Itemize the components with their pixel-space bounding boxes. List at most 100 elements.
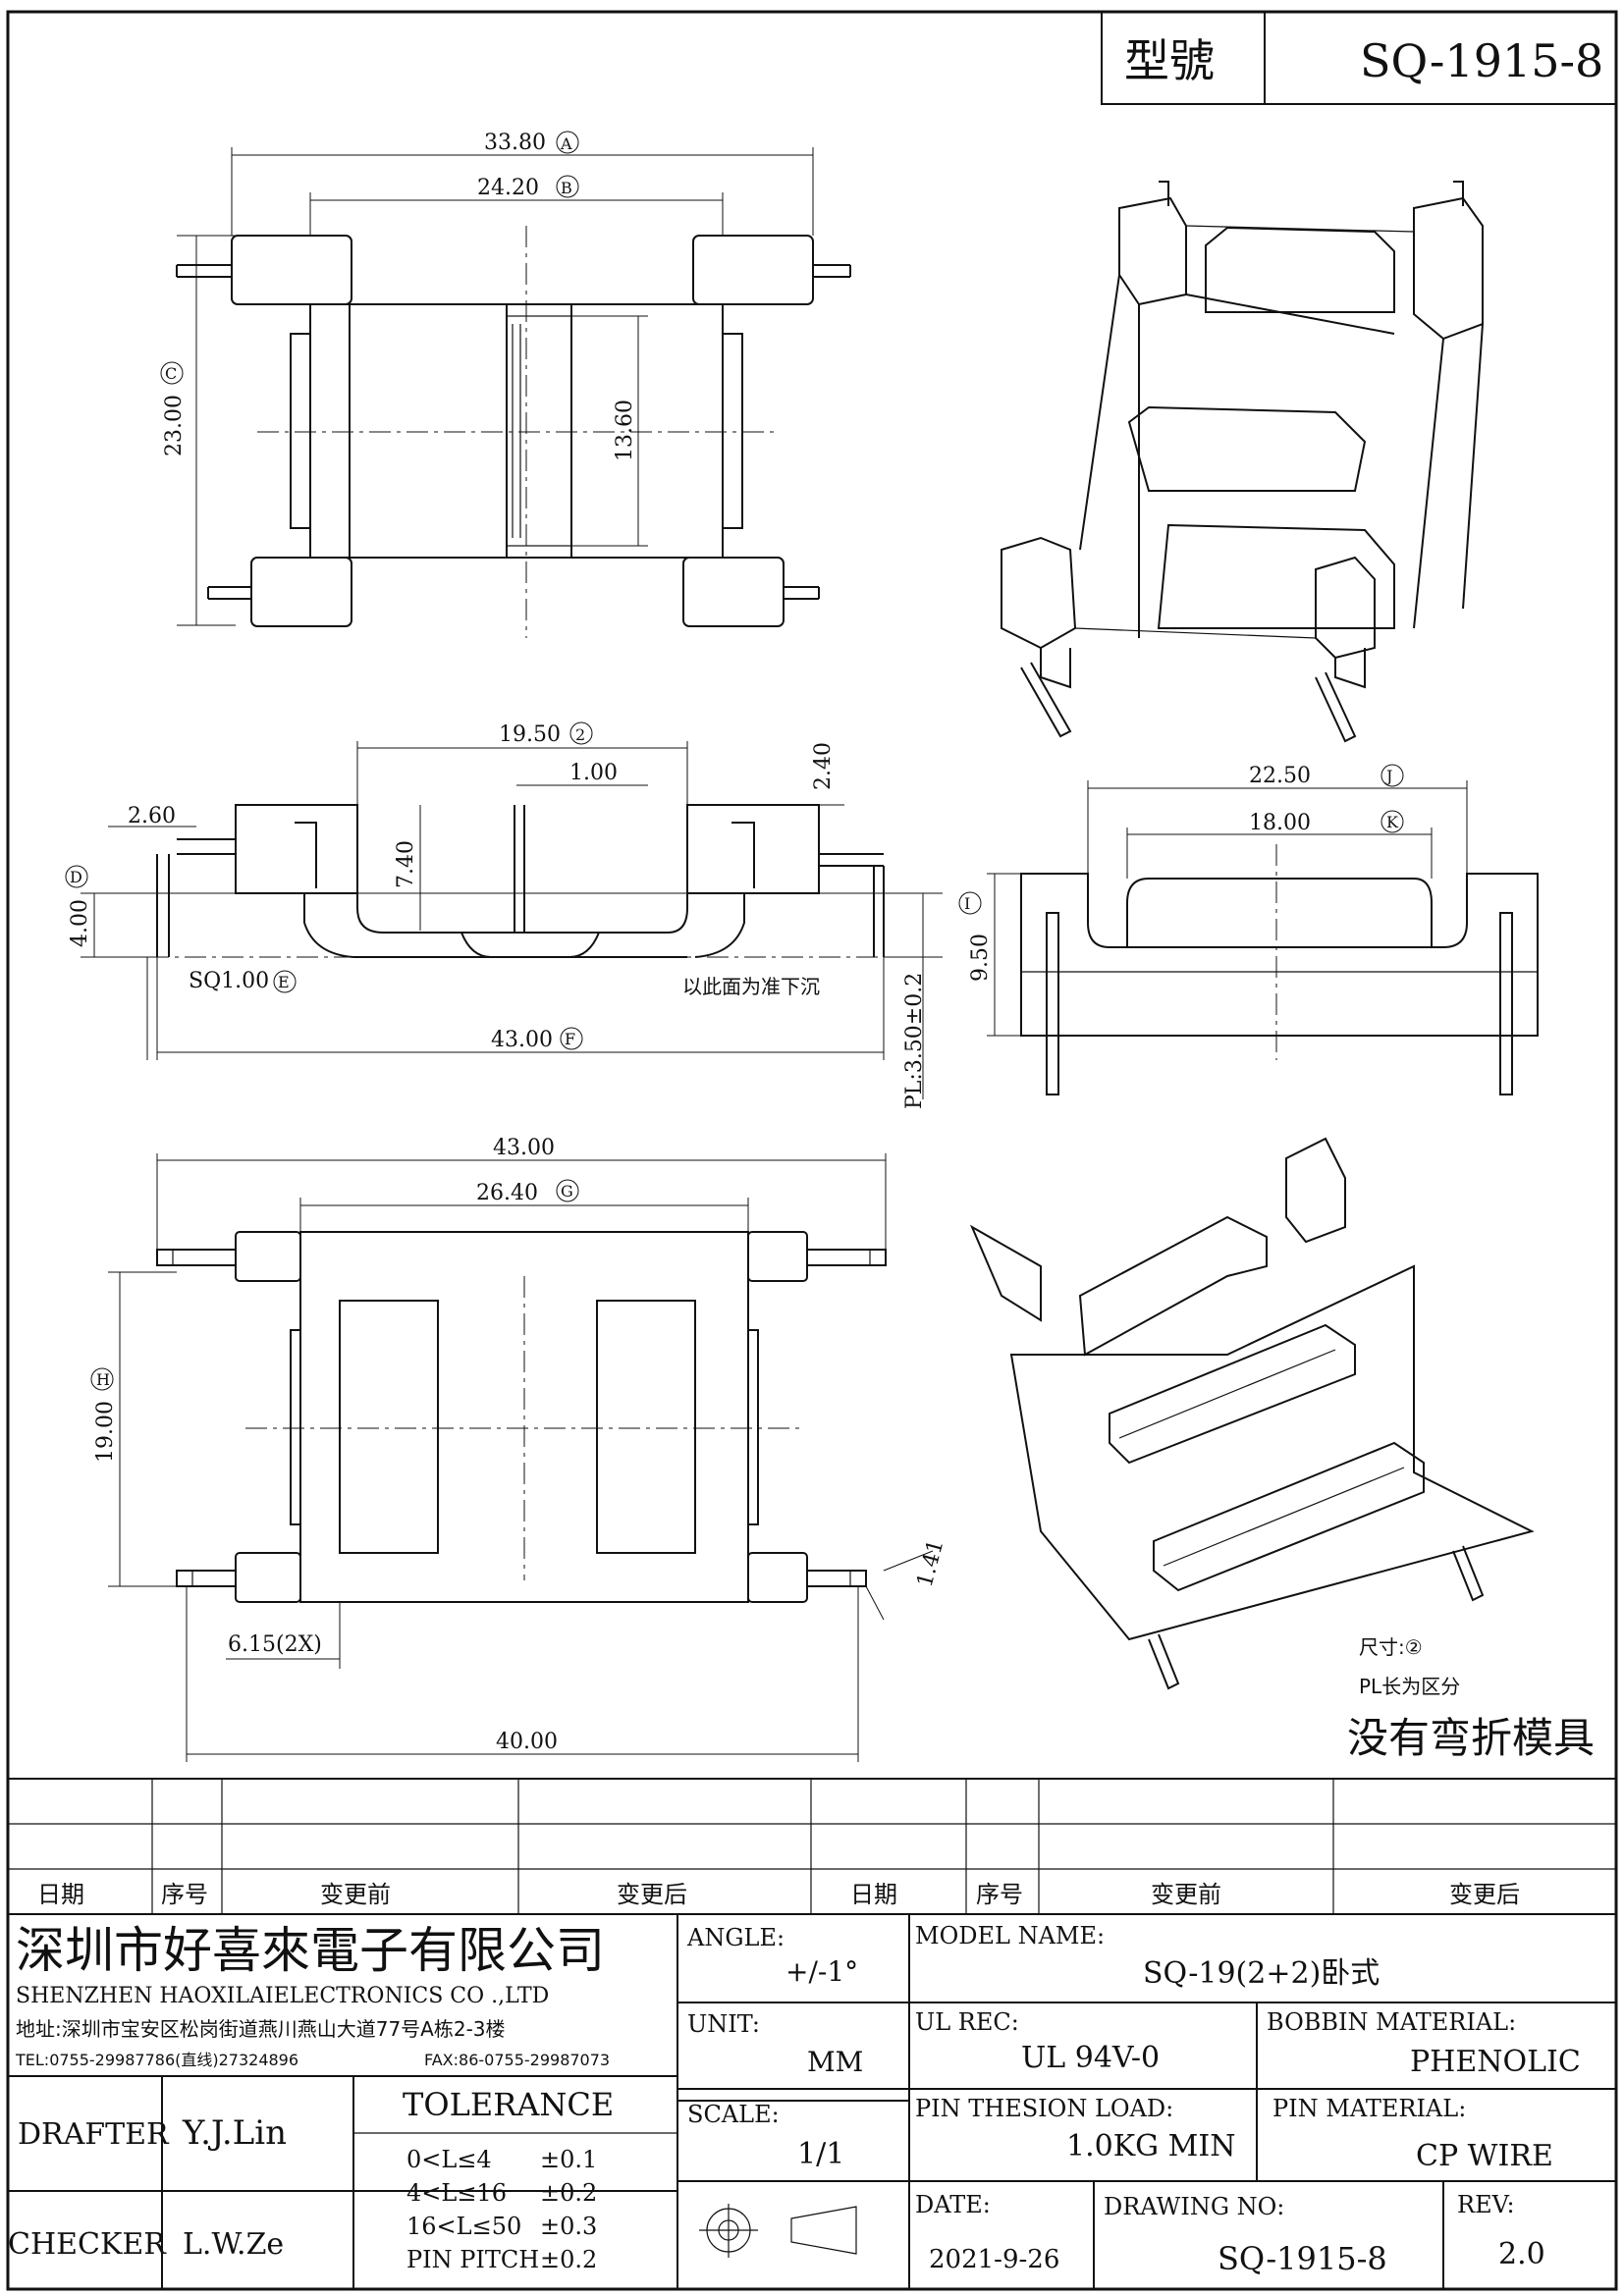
tol-row-3-value: ±0.3 xyxy=(540,2213,597,2240)
date-label: DATE: xyxy=(915,2191,991,2218)
tol-row-4: PIN PITCH xyxy=(406,2246,539,2273)
bottom-view: 43.00 26.40 G 19.00 H 1.41 xyxy=(90,1136,949,1762)
isometric-view-top xyxy=(1001,181,1484,743)
sheet-border xyxy=(6,10,1618,2291)
tag-g: G xyxy=(561,1182,573,1201)
dim-7-40: 7.40 xyxy=(394,840,418,888)
company-tel: TEL:0755-29987786(直线)27324896 xyxy=(15,2051,298,2069)
dim-f: 43.00 xyxy=(491,1028,553,1052)
company-fax: FAX:86-0755-29987073 xyxy=(424,2051,610,2069)
tol-row-1-value: ±0.1 xyxy=(540,2146,597,2173)
rev-h-date-2: 日期 xyxy=(850,1881,897,1908)
dim-1-00: 1.00 xyxy=(569,761,618,785)
drafter-label: DRAFTER xyxy=(18,2117,170,2152)
pin-material-label: PIN MATERIAL: xyxy=(1272,2095,1466,2122)
rev-h-no-2: 序号 xyxy=(976,1881,1023,1908)
bobbin-value: PHENOLIC xyxy=(1410,2045,1581,2079)
rev-h-date-1: 日期 xyxy=(37,1881,84,1908)
dim-h: 19.00 xyxy=(93,1401,118,1463)
pin-load-label: PIN THESION LOAD: xyxy=(915,2095,1173,2122)
dim-2-40: 2.40 xyxy=(811,742,836,790)
scale-label: SCALE: xyxy=(687,2101,780,2128)
end-view: 22.50 J 18.00 K 9.50 I xyxy=(958,764,1539,1095)
dim-top-43: 43.00 xyxy=(493,1136,555,1160)
tag-a: A xyxy=(560,134,572,153)
company-name-en: SHENZHEN HAOXILAIELECTRONICS CO .,LTD xyxy=(16,1984,549,2008)
dim-g: 26.40 xyxy=(476,1181,538,1205)
note-size: 尺寸:② xyxy=(1359,1635,1423,1659)
note-pl: PL长为区分 xyxy=(1359,1675,1460,1698)
unit-value: MM xyxy=(807,2046,863,2078)
note-no-bend: 没有弯折模具 xyxy=(1347,1714,1595,1762)
angle-label: ANGLE: xyxy=(686,1924,785,1951)
dim-2-60: 2.60 xyxy=(128,804,176,828)
tol-row-1: 0<L≤4 xyxy=(406,2146,492,2173)
tag-k: K xyxy=(1386,813,1399,831)
model-name-value: SQ-19(2+2)卧式 xyxy=(1143,1956,1380,1991)
tol-row-3: 16<L≤50 xyxy=(406,2213,521,2240)
rev-h-after-2: 变更后 xyxy=(1449,1881,1520,1908)
rev-h-no-1: 序号 xyxy=(161,1881,208,1908)
dim-i: 9.50 xyxy=(968,934,993,982)
model-name-label: MODEL NAME: xyxy=(915,1922,1105,1949)
revision-table: 日期 序号 变更前 变更后 日期 序号 变更前 变更后 xyxy=(8,1778,1616,1915)
rev-value: 2.0 xyxy=(1498,2237,1545,2271)
drawing-no-value: SQ-1915-8 xyxy=(1218,2240,1387,2277)
dim-6-15: 6.15(2X) xyxy=(228,1632,322,1657)
dim-pl: PL:3.50±0.2 xyxy=(902,973,927,1109)
company-address: 地址:深圳市宝安区松岗街道燕川燕山大道77号A栋2-3楼 xyxy=(16,2017,506,2041)
bobbin-label: BOBBIN MATERIAL: xyxy=(1267,2008,1516,2036)
tag-c: C xyxy=(165,364,177,383)
dim-4-00: 4.00 xyxy=(68,899,92,947)
scale-value: 1/1 xyxy=(797,2137,844,2171)
tol-row-4-value: ±0.2 xyxy=(540,2246,597,2273)
dim-inner: 13.60 xyxy=(613,400,637,461)
dim-j: 22.50 xyxy=(1249,764,1311,788)
dim-40-00: 40.00 xyxy=(496,1730,558,1754)
projection-symbol-icon xyxy=(699,2204,857,2258)
note-sink: 以此面为准下沉 xyxy=(682,975,820,998)
checker-label: CHECKER xyxy=(8,2227,167,2262)
dim-a: 33.80 xyxy=(484,131,546,155)
tag-f: F xyxy=(565,1030,575,1048)
tag-j: J xyxy=(1384,767,1392,785)
top-view: 33.80 A 24.20 B 23.00 C xyxy=(160,131,851,638)
ul-label: UL REC: xyxy=(915,2008,1019,2036)
dim-e: SQ1.00 xyxy=(189,969,269,993)
tolerance-label: TOLERANCE xyxy=(403,2086,614,2123)
model-label: 型號 xyxy=(1124,34,1215,87)
dim-k: 18.00 xyxy=(1249,811,1311,835)
rev-h-before-2: 变更前 xyxy=(1151,1881,1221,1908)
rev-h-before-1: 变更前 xyxy=(320,1881,391,1908)
title-block: 深圳市好喜來電子有限公司 SHENZHEN HAOXILAIELECTRONIC… xyxy=(8,1914,1616,2289)
side-view: 19.50 2 1.00 2.40 2.60 7.40 D 4.00 xyxy=(65,721,943,1109)
rev-h-after-1: 变更后 xyxy=(617,1881,687,1908)
dim-c: 23.00 xyxy=(162,395,187,456)
pin-material-value: CP WIRE xyxy=(1416,2139,1553,2173)
ul-value: UL 94V-0 xyxy=(1021,2041,1160,2075)
dim-1-41: 1.41 xyxy=(913,1537,949,1590)
company-name-cn: 深圳市好喜來電子有限公司 xyxy=(16,1922,605,1979)
tag-e: E xyxy=(278,973,290,991)
pin-load-value: 1.0KG MIN xyxy=(1066,2129,1235,2163)
tol-row-2: 4<L≤16 xyxy=(406,2179,507,2207)
angle-value: +/-1° xyxy=(785,1955,858,1988)
rev-label: REV: xyxy=(1457,2191,1515,2218)
tag-2: 2 xyxy=(575,725,585,744)
model-value: SQ-1915-8 xyxy=(1360,34,1603,87)
tag-i: I xyxy=(964,894,970,913)
tag-d: D xyxy=(70,868,82,886)
dim-b: 24.20 xyxy=(477,176,539,200)
tol-row-2-value: ±0.2 xyxy=(540,2179,597,2207)
model-title-box: 型號 SQ-1915-8 xyxy=(1101,11,1617,105)
drawing-no-label: DRAWING NO: xyxy=(1104,2193,1284,2220)
dim-2: 19.50 xyxy=(499,722,561,747)
date-value: 2021-9-26 xyxy=(929,2245,1059,2274)
checker-value: L.W.Ze xyxy=(183,2227,284,2262)
drafter-value: Y.J.Lin xyxy=(182,2113,287,2153)
isometric-view-bottom: 尺寸:② PL长为区分 没有弯折模具 xyxy=(969,1137,1595,1762)
tag-b: B xyxy=(561,179,572,197)
unit-label: UNIT: xyxy=(687,2010,760,2038)
tag-h: H xyxy=(96,1370,110,1389)
